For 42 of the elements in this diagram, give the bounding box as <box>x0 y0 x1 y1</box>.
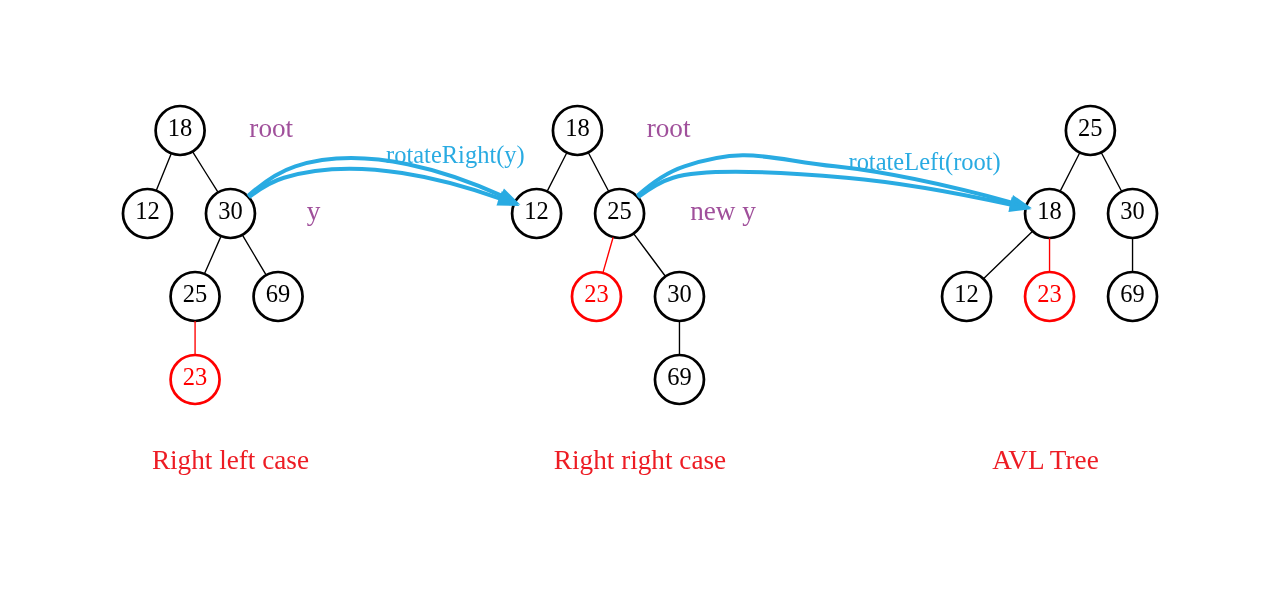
label: AVL Tree <box>992 445 1099 476</box>
node-circle: 69 <box>653 353 706 406</box>
node-circle: 12 <box>940 270 993 323</box>
node-circle: 69 <box>1106 270 1159 323</box>
connector <box>1131 237 1134 273</box>
connector <box>1100 151 1123 192</box>
node-label: root <box>249 113 294 144</box>
connector <box>678 320 681 356</box>
connector <box>602 236 614 273</box>
node-circle: 12 <box>510 187 563 240</box>
node-circle: 12 <box>121 187 174 240</box>
node-circle: 23 <box>570 270 623 323</box>
node-label: new y <box>690 196 756 227</box>
edge-label: rotateRight(y) <box>386 141 525 169</box>
connector <box>1048 237 1051 273</box>
connector <box>194 320 196 356</box>
node-circle: 23 <box>169 353 221 406</box>
node-circle: 25 <box>593 187 646 240</box>
connector <box>155 153 172 191</box>
label: Right left case <box>151 445 310 476</box>
connector <box>1059 152 1081 192</box>
node-circle: 18 <box>1023 187 1076 240</box>
label: Right right case <box>553 445 727 476</box>
connector <box>241 234 267 276</box>
node-circle: 25 <box>169 270 221 323</box>
node-circle: 30 <box>1106 187 1159 240</box>
node-circle: 25 <box>1064 104 1117 157</box>
node-label: y <box>306 196 321 227</box>
edge-label: rotateLeft(root) <box>848 148 1001 176</box>
node-circle: 18 <box>154 104 206 157</box>
connector <box>546 152 568 192</box>
connector <box>203 235 222 275</box>
node-circle: 30 <box>653 270 706 323</box>
node-circle: 30 <box>204 187 257 240</box>
connector <box>983 230 1034 280</box>
node-label: root <box>646 113 691 144</box>
node-circle: 69 <box>252 270 304 323</box>
connector <box>191 151 219 193</box>
node-circle: 18 <box>551 104 604 157</box>
node-circle: 23 <box>1023 270 1076 323</box>
connector <box>587 151 610 192</box>
connector <box>633 233 667 277</box>
